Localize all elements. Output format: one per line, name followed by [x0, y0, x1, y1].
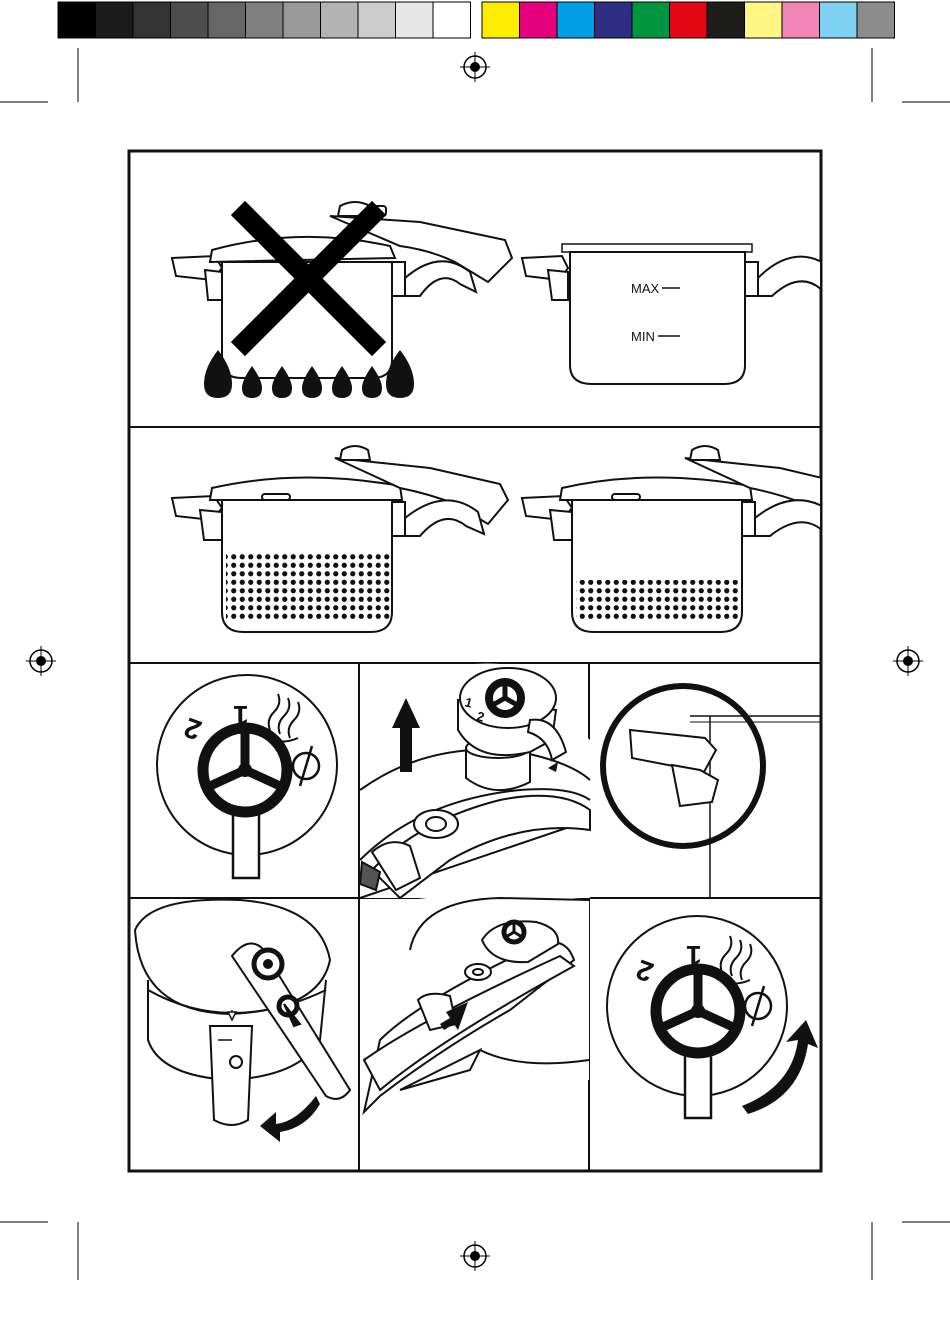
panel-handle-close-up — [603, 686, 821, 898]
water-level-low — [576, 580, 740, 620]
panel-fill-low — [522, 446, 822, 632]
dial-label-1: 1 — [233, 700, 249, 731]
panel-lift-valve — [360, 664, 590, 898]
panel-fill-levels — [522, 244, 822, 384]
panel-do-not-heat-empty — [172, 202, 512, 398]
water-level-high — [226, 552, 390, 622]
turn-arrow-icon — [260, 1096, 320, 1142]
panel-slide-lock — [364, 894, 589, 1112]
dial-label-1-rotate: 1 — [686, 940, 702, 971]
panel-open-handle — [135, 900, 350, 1142]
panel-dial-rotate — [607, 916, 818, 1118]
panel-fill-high — [172, 446, 508, 632]
max-label: MAX — [631, 281, 660, 296]
min-label: MIN — [631, 329, 655, 344]
